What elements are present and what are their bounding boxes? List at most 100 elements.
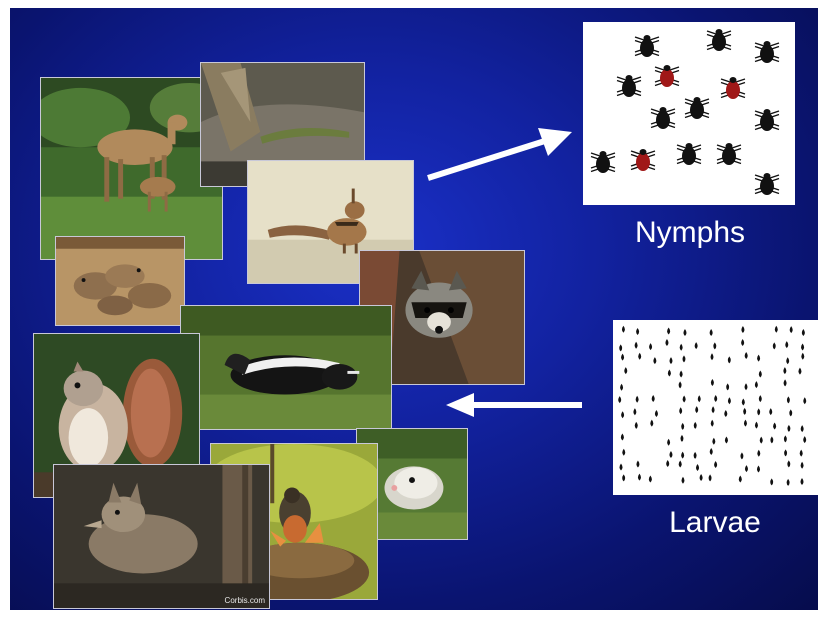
larva-dot xyxy=(789,409,792,416)
larva-dot xyxy=(653,357,656,364)
arrow-from-larvae xyxy=(440,390,590,420)
larva-dot xyxy=(695,342,698,349)
larva-dot xyxy=(755,381,758,388)
larva-dot xyxy=(680,344,683,351)
larva-dot xyxy=(619,344,622,351)
larva-dot xyxy=(681,477,684,484)
larva-dot xyxy=(803,397,806,404)
larva-dot xyxy=(679,461,682,468)
mice-photo xyxy=(55,236,185,326)
photo-watermark: Corbis.com xyxy=(225,596,265,605)
larva-dot xyxy=(801,478,804,485)
larva-dot xyxy=(773,422,776,429)
larva-dot xyxy=(683,329,686,336)
larva-dot xyxy=(728,356,731,363)
larva-dot xyxy=(682,355,685,362)
coyote-photo: Corbis.com xyxy=(53,464,270,609)
larva-dot xyxy=(745,383,748,390)
larva-dot xyxy=(803,436,806,443)
larva-dot xyxy=(669,451,672,458)
nymph-tick xyxy=(707,29,731,51)
larva-dot xyxy=(649,343,652,350)
nymph-tick xyxy=(755,109,779,131)
larva-dot xyxy=(757,408,760,415)
larva-dot xyxy=(801,425,804,432)
larva-dot xyxy=(679,381,682,388)
larva-dot xyxy=(757,355,760,362)
larva-dot xyxy=(655,410,658,417)
larva-dot xyxy=(712,438,715,445)
nymph-tick xyxy=(635,35,659,57)
larva-dot xyxy=(760,437,763,444)
larva-dot xyxy=(694,422,697,429)
larva-dot xyxy=(698,395,701,402)
nymphs-label: Nymphs xyxy=(600,216,780,250)
larvae-label: Larvae xyxy=(625,506,805,540)
larva-dot xyxy=(711,353,714,360)
larva-dot xyxy=(745,352,748,359)
larva-dot xyxy=(620,464,623,471)
larva-dot xyxy=(665,339,668,346)
larva-dot xyxy=(741,326,744,333)
larva-dot xyxy=(683,395,686,402)
larva-dot xyxy=(668,369,671,376)
larva-dot xyxy=(681,423,684,430)
larva-dot xyxy=(709,474,712,481)
nymph-tick xyxy=(655,65,679,87)
larva-dot xyxy=(618,396,621,403)
larva-dot xyxy=(624,367,627,374)
nymph-tick xyxy=(677,143,701,165)
larva-dot xyxy=(666,460,669,467)
larva-dot xyxy=(757,450,760,457)
larva-dot xyxy=(770,436,773,443)
larva-dot xyxy=(650,420,653,427)
larva-dot xyxy=(621,411,624,418)
larva-dot xyxy=(680,370,683,377)
larva-dot xyxy=(622,326,625,333)
larva-dot xyxy=(787,396,790,403)
larva-dot xyxy=(652,395,655,402)
larva-dot xyxy=(742,398,745,405)
larva-dot xyxy=(712,406,715,413)
larva-dot xyxy=(711,379,714,386)
larva-dot xyxy=(667,439,670,446)
nymph-tick xyxy=(617,75,641,97)
larva-dot xyxy=(636,461,639,468)
larva-dot xyxy=(679,407,682,414)
larva-dot xyxy=(728,397,731,404)
larvae-ticks xyxy=(613,320,819,495)
larva-dot xyxy=(638,474,641,481)
larva-dot xyxy=(800,450,803,457)
larva-dot xyxy=(787,460,790,467)
larva-dot xyxy=(725,437,728,444)
larva-dot xyxy=(649,475,652,482)
larva-dot xyxy=(784,379,787,386)
larva-dot xyxy=(622,449,625,456)
arrow-to-nymphs xyxy=(420,120,580,190)
nymph-tick xyxy=(631,149,655,171)
larva-dot xyxy=(669,357,672,364)
larva-dot xyxy=(711,420,714,427)
larva-dot xyxy=(695,406,698,413)
larva-dot xyxy=(785,341,788,348)
larva-dot xyxy=(680,435,683,442)
larva-dot xyxy=(801,462,804,469)
larva-dot xyxy=(700,474,703,481)
larva-dot xyxy=(790,326,793,333)
nymph-tick xyxy=(755,41,779,63)
larva-dot xyxy=(801,344,804,351)
larva-dot xyxy=(784,435,787,442)
larva-dot xyxy=(710,329,713,336)
larvae-panel xyxy=(613,320,819,495)
larva-dot xyxy=(714,461,717,468)
larva-dot xyxy=(726,383,729,390)
larva-dot xyxy=(801,353,804,360)
larva-dot xyxy=(759,371,762,378)
larva-dot xyxy=(622,474,625,481)
larva-dot xyxy=(783,367,786,374)
larva-dot xyxy=(636,328,639,335)
larva-dot xyxy=(787,425,790,432)
larva-dot xyxy=(710,448,713,455)
nymphs-panel xyxy=(583,22,795,205)
